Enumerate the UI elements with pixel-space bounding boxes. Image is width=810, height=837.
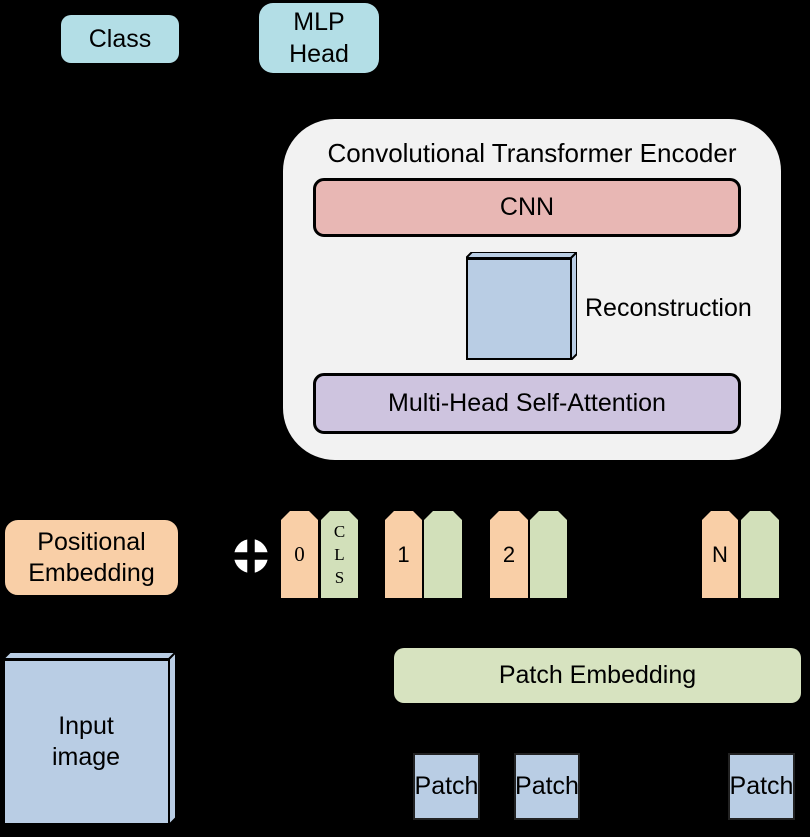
encoder-title: Convolutional Transformer Encoder: [327, 138, 737, 168]
input-image-line2: image: [51, 743, 121, 771]
token-cls: C L S: [321, 511, 358, 598]
encoder-container: Convolutional Transformer Encoder CNN Re…: [283, 119, 781, 460]
token-1-label: 1: [397, 541, 410, 567]
reconstruction-image-node: [466, 252, 577, 360]
token-0-label: 0: [294, 542, 305, 566]
mlp-head-line1: MLP: [293, 8, 345, 36]
patch-node-3: Patch: [728, 753, 795, 820]
token-n-label: N: [712, 541, 728, 567]
input-image-node: Input image: [3, 652, 176, 825]
cube-3d-icon: [466, 252, 577, 360]
multi-head-self-attention-node: Multi-Head Self-Attention: [313, 373, 741, 434]
class-node: Class: [61, 15, 179, 63]
patch-node-2: Patch: [514, 753, 580, 820]
input-image-line1: Input: [58, 712, 114, 740]
patch-embedding-node: Patch Embedding: [394, 648, 801, 703]
cls-letter-c: C: [333, 522, 346, 541]
input-image-label: Input image: [3, 659, 169, 825]
token-1: 1: [385, 511, 422, 598]
token-n: N: [702, 511, 738, 598]
mlp-head-line2: Head: [289, 40, 349, 68]
patch-node-1: Patch: [413, 753, 480, 820]
plus-icon: [233, 538, 269, 574]
mlp-head-node: MLP Head: [259, 3, 379, 73]
token-2: 2: [490, 511, 528, 598]
positional-embedding-line2: Embedding: [28, 558, 155, 587]
reconstruction-label: Reconstruction: [585, 294, 752, 322]
positional-embedding-line1: Positional: [37, 527, 146, 556]
image-3d-icon: [3, 652, 176, 825]
token-0: 0: [281, 511, 318, 598]
cls-letter-s: S: [334, 568, 345, 587]
positional-embedding-node: Positional Embedding: [3, 518, 180, 597]
cnn-node: CNN: [313, 178, 741, 237]
token-1-embedding: [424, 511, 462, 598]
token-2-label: 2: [502, 541, 516, 567]
token-2-embedding: [530, 511, 567, 598]
cls-letter-l: L: [334, 545, 345, 564]
token-n-embedding: [741, 511, 779, 598]
